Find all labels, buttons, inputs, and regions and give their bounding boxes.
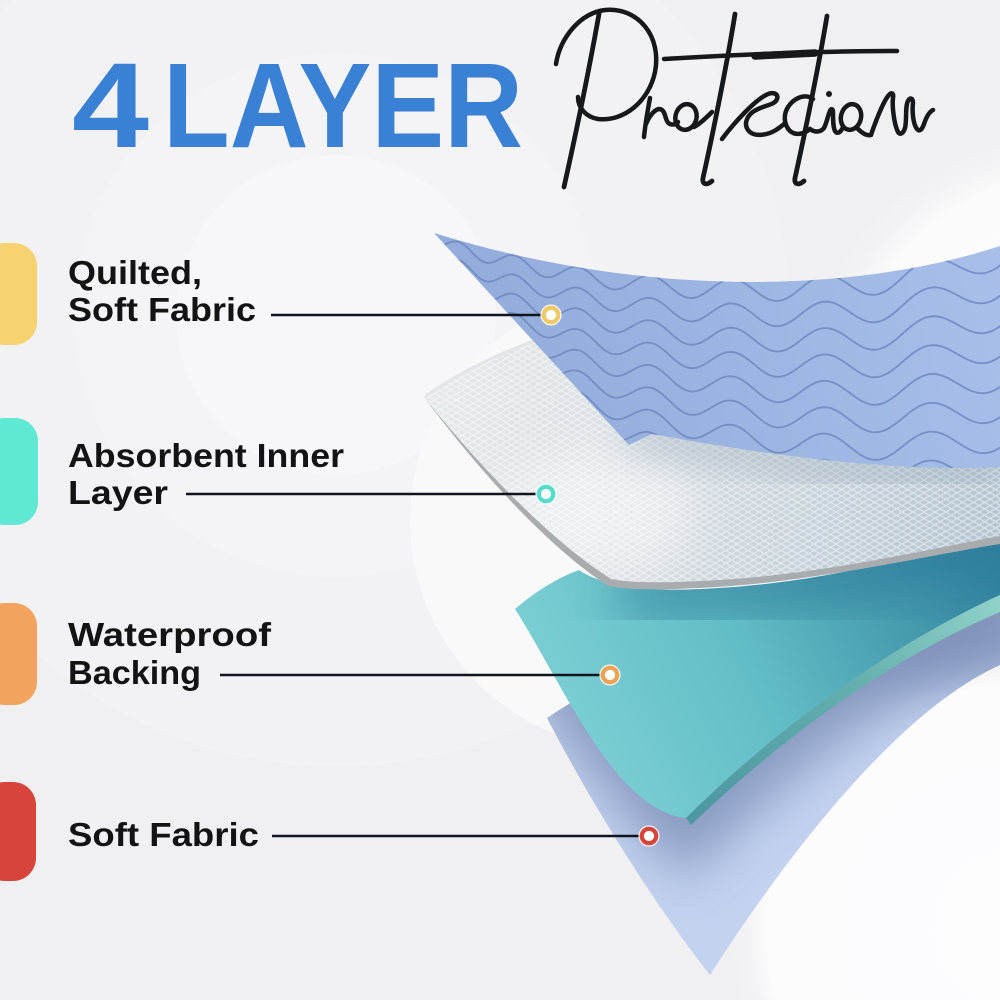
svg-text:Waterproof: Waterproof [68,616,272,653]
svg-text:LAYER: LAYER [163,37,523,173]
svg-text:4: 4 [72,37,149,173]
svg-text:Soft Fabric: Soft Fabric [68,816,259,853]
svg-text:Soft Fabric: Soft Fabric [68,291,256,328]
svg-text:Layer: Layer [68,474,168,511]
svg-text:Absorbent Inner: Absorbent Inner [68,437,344,474]
svg-text:Backing: Backing [68,654,201,691]
svg-text:Quilted,: Quilted, [68,254,202,291]
